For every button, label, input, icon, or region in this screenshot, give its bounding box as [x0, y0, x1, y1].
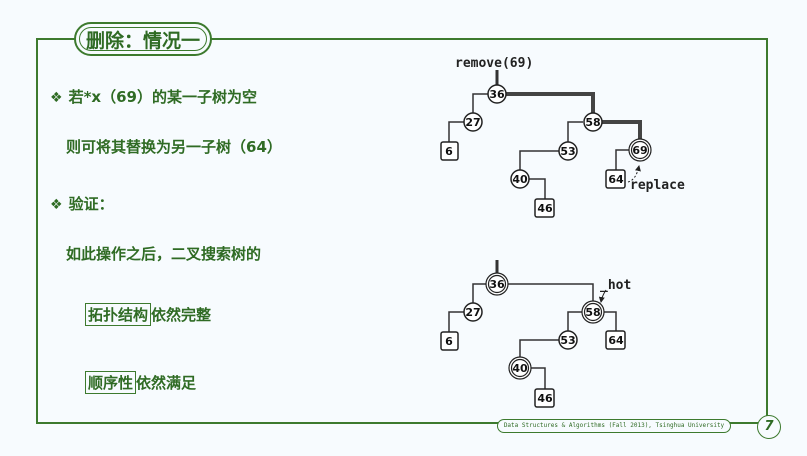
- bullet-2-sub: 如此操作之后，二叉搜索树的: [66, 245, 262, 263]
- node-40: 40: [508, 356, 532, 380]
- title-pill: 删除：情况一: [74, 22, 212, 56]
- replace-arrow: [627, 165, 641, 183]
- content-frame: [36, 38, 768, 424]
- node-53: 53: [558, 141, 578, 161]
- svg-text:46: 46: [537, 392, 553, 405]
- svg-text:69: 69: [632, 144, 647, 157]
- node-27: 27: [463, 112, 483, 132]
- node-69: 69: [628, 138, 652, 162]
- node-27: 27: [463, 302, 483, 322]
- svg-text:36: 36: [489, 278, 505, 291]
- svg-text:53: 53: [560, 145, 575, 158]
- node-53: 53: [558, 330, 578, 350]
- bullet-1-sub: 则可将其替换为另一子树（64）: [66, 138, 282, 156]
- node-58: 58: [583, 112, 603, 132]
- order-rest: 依然满足: [136, 374, 197, 392]
- node-36: 36: [485, 272, 509, 296]
- bottom-tree: 36 27 6 58 53 64 40 46 _hot: [440, 260, 631, 408]
- point-topology: 拓扑结构依然完整: [85, 303, 211, 326]
- svg-text:58: 58: [585, 306, 600, 319]
- svg-text:46: 46: [537, 202, 553, 215]
- svg-text:6: 6: [445, 145, 453, 158]
- page-number: 7: [757, 415, 781, 439]
- footer: Data Structures & Algorithms (Fall 2013)…: [497, 419, 731, 433]
- hot-arrow: [598, 289, 607, 303]
- replace-label: replace: [630, 178, 685, 193]
- bullet-2-text: 验证：: [68, 195, 114, 213]
- bullet-1: ❖ 若*x（69）的某一子树为空: [50, 86, 257, 107]
- node-46: 46: [534, 388, 555, 408]
- removal-path: [506, 92, 642, 140]
- node-64: 64: [605, 169, 626, 189]
- svg-text:40: 40: [512, 173, 528, 186]
- svg-text:27: 27: [465, 306, 480, 319]
- diamond-bullet-icon: ❖: [50, 90, 63, 106]
- order-boxed: 顺序性: [85, 371, 137, 394]
- node-6: 6: [440, 331, 459, 351]
- bottom-edges: [448, 283, 617, 389]
- svg-text:40: 40: [512, 362, 528, 375]
- svg-text:64: 64: [608, 334, 624, 347]
- node-58: 58: [581, 300, 605, 324]
- node-64: 64: [605, 330, 626, 350]
- point-order: 顺序性依然满足: [85, 371, 196, 394]
- node-40: 40: [510, 169, 530, 189]
- topology-boxed: 拓扑结构: [85, 303, 152, 326]
- top-tree: remove(69) 36 27 6 58 53 40 46: [440, 56, 685, 218]
- svg-text:58: 58: [585, 116, 600, 129]
- svg-text:53: 53: [560, 334, 575, 347]
- slide-title: 删除：情况一: [79, 27, 207, 52]
- topology-rest: 依然完整: [151, 306, 212, 324]
- bullet-2: ❖ 验证：: [50, 193, 114, 214]
- svg-text:6: 6: [445, 335, 453, 348]
- hot-label: _hot: [600, 278, 631, 293]
- svg-text:36: 36: [489, 88, 505, 101]
- svg-text:27: 27: [465, 116, 480, 129]
- node-6: 6: [440, 141, 459, 161]
- svg-text:64: 64: [608, 173, 624, 186]
- diamond-bullet-icon: ❖: [50, 197, 63, 213]
- remove-label: remove(69): [455, 56, 533, 71]
- top-edges: [448, 93, 632, 199]
- node-46: 46: [534, 198, 555, 218]
- node-36: 36: [487, 84, 507, 104]
- bullet-1-text: 若*x（69）的某一子树为空: [68, 88, 257, 106]
